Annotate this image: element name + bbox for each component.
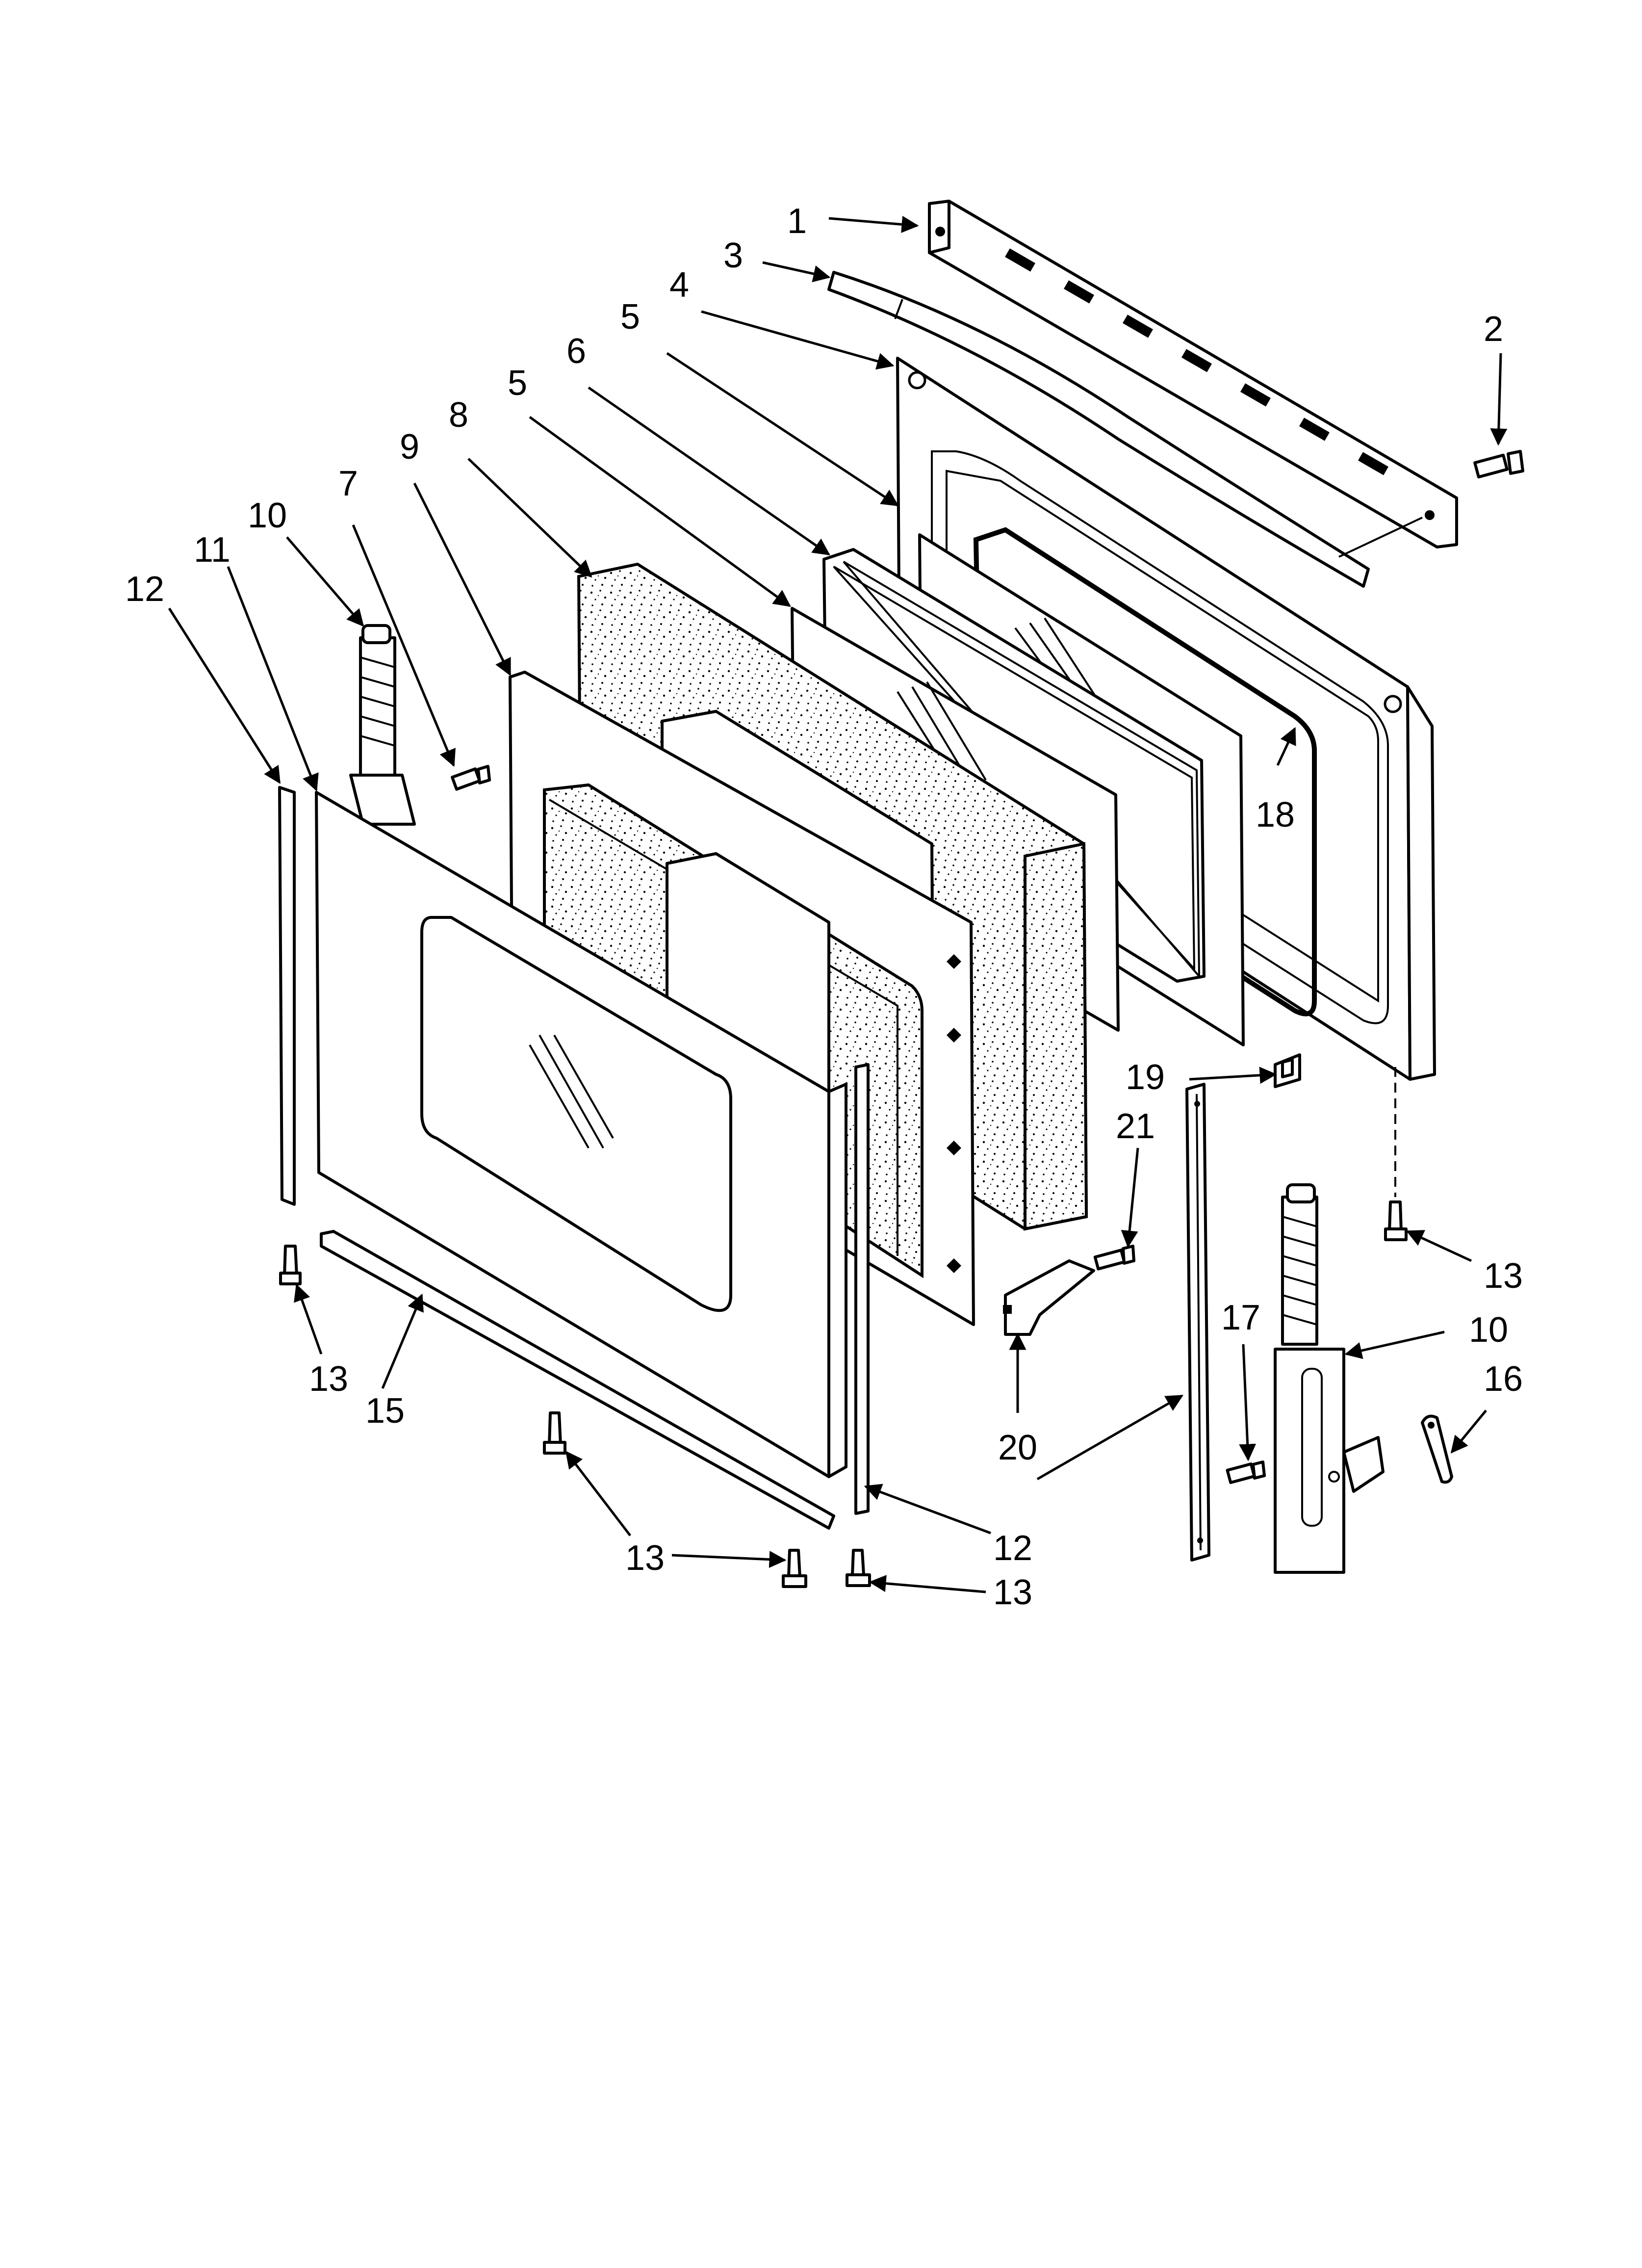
callout-17: 18: [1256, 795, 1295, 834]
callout-5-upper: 5: [620, 297, 640, 337]
bracket-part-19: [1003, 1259, 1095, 1336]
screw-part-16: [1226, 1460, 1266, 1485]
callout-2: 2: [1484, 310, 1503, 349]
leader-lines: [168, 215, 1508, 1593]
callout-10-right: 10: [1469, 1310, 1508, 1350]
callout-13-bottom-mid: 13: [625, 1538, 665, 1578]
callout-13-bottom-right: 13: [993, 1573, 1032, 1612]
screw-part-13-d: [846, 1549, 871, 1587]
callout-13-left: 13: [309, 1359, 348, 1399]
screw-part-13-e: [1384, 1200, 1408, 1241]
hinge-part-10-right: [1274, 1183, 1385, 1574]
bottom-trim-part-14: [320, 1230, 835, 1530]
callout-14: 15: [365, 1391, 405, 1431]
side-trim-part-12-right: [854, 1063, 870, 1515]
vent-trim-part-1: [928, 200, 1458, 548]
callout-12-right: 12: [993, 1529, 1032, 1568]
callout-3: 3: [723, 236, 743, 275]
callout-1: 1: [787, 202, 807, 241]
callout-9: 9: [400, 427, 419, 467]
gasket-part-17: [973, 527, 1317, 1017]
callout-4: 4: [669, 265, 689, 305]
callout-6: 6: [566, 332, 586, 371]
callout-10-left: 10: [248, 496, 287, 535]
callout-20: 21: [1116, 1107, 1155, 1146]
callout-11: 11: [194, 530, 231, 570]
callout-7: 7: [338, 464, 358, 503]
callout-5-lower: 5: [508, 364, 527, 403]
screw-part-13-c: [782, 1549, 807, 1588]
outer-door-panel-part-11: [315, 791, 847, 1478]
hinge-part-10-left: [349, 624, 416, 826]
callout-labels: 1 2 3 4 5 6 5 8 9 7 10 11 12 18 19 21 13…: [125, 202, 1523, 1612]
callout-13-right: 13: [1484, 1256, 1523, 1296]
screw-part-2: [1473, 450, 1524, 479]
screw-part-13-a: [279, 1245, 302, 1285]
callout-18: 19: [1126, 1058, 1165, 1097]
screw-part-13-b: [543, 1411, 566, 1455]
callout-19: 20: [998, 1428, 1037, 1467]
channel-part-21: [1185, 1083, 1210, 1562]
callout-15: 16: [1484, 1359, 1523, 1399]
screw-part-20: [1093, 1245, 1135, 1271]
lock-part-15: [1421, 1414, 1453, 1484]
callout-12-left: 12: [125, 570, 164, 609]
callout-8: 8: [449, 395, 468, 435]
callout-16: 17: [1221, 1298, 1260, 1337]
side-trim-part-12-left: [278, 786, 296, 1206]
door-handle-part-3: [827, 271, 1423, 588]
screw-part-7: [451, 765, 491, 791]
clip-part-18: [1274, 1053, 1301, 1088]
